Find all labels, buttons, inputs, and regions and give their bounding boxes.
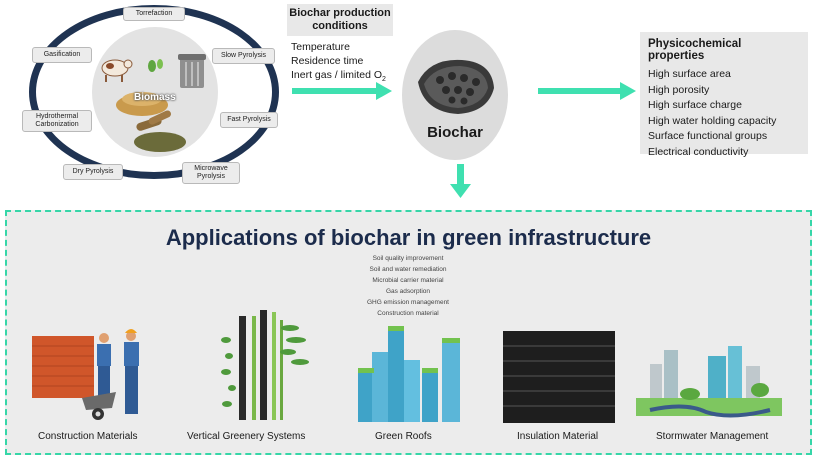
process-torrefaction: Torrefaction — [123, 7, 185, 21]
wood-pellets-icon — [116, 92, 168, 116]
porous-biochar-icon — [418, 59, 494, 114]
use-item: Soil and water remediation — [369, 266, 447, 273]
biomass-label: Biomass — [134, 92, 176, 103]
process-fast-pyrolysis: Fast Pyrolysis — [220, 112, 278, 128]
use-item: Gas adsorption — [385, 288, 431, 295]
stormwater-city-icon — [636, 346, 782, 418]
oxygen-subscript: 2 — [382, 76, 386, 84]
leaf-icon — [148, 59, 163, 72]
process-slow-pyrolysis: Slow Pyrolysis — [212, 48, 275, 64]
process-dry-pyrolysis: Dry Pyrolysis — [63, 164, 123, 180]
wood-logs-icon — [134, 110, 186, 152]
waste-bin-icon — [178, 54, 206, 88]
vertical-garden-icon — [221, 310, 309, 420]
arrow-down-to-applications — [450, 164, 471, 198]
caption-construction-materials: Construction Materials — [38, 431, 138, 442]
caption-stormwater-management: Stormwater Management — [656, 431, 769, 442]
process-gasification: Gasification — [32, 47, 92, 63]
property-item: High surface area — [648, 68, 731, 80]
property-item: High porosity — [648, 83, 710, 96]
applications-title: Applications of biochar in green infrast… — [165, 225, 652, 250]
biochar-label: Biochar — [427, 124, 483, 141]
use-item: Soil quality improvement — [372, 255, 444, 262]
caption-green-roofs: Green Roofs — [375, 431, 432, 442]
use-item: Microbial carrier material — [372, 277, 444, 284]
conditions-list: Temperature Residence time Inert gas / l… — [291, 40, 386, 87]
arrow-to-properties — [538, 82, 636, 100]
cow-icon — [101, 59, 133, 82]
caption-vertical-greenery-systems: Vertical Greenery Systems — [187, 431, 306, 442]
condition-item: Residence time — [291, 55, 364, 67]
green-roof-buildings-icon — [358, 326, 460, 422]
properties-title: Physicochemical properties — [648, 38, 742, 62]
condition-item: Temperature — [291, 41, 350, 53]
construction-workers-icon — [32, 329, 139, 420]
process-microwave-pyrolysis: Microwave Pyrolysis — [182, 162, 240, 184]
condition-item: Inert gas / limited O2 — [291, 68, 386, 87]
use-item: Construction material — [377, 310, 439, 317]
properties-panel: Physicochemical properties High surface … — [640, 32, 808, 158]
process-hydrothermal-carbonization: Hydrothermal Carbonization — [22, 110, 92, 132]
condition-gas-text: Inert gas / limited O — [291, 69, 383, 81]
arrow-to-biochar — [292, 82, 392, 100]
property-item: High surface charge — [648, 99, 742, 111]
caption-insulation-material: Insulation Material — [517, 431, 599, 442]
property-item: High water holding capacity — [648, 114, 777, 127]
conditions-title: Biochar production conditions — [287, 4, 393, 36]
insulation-panel-icon — [503, 331, 615, 423]
use-item: GHG emission management — [366, 299, 449, 306]
uses-list: Soil quality improvement Soil and water … — [308, 253, 508, 319]
property-item: Surface functional groups — [648, 130, 768, 142]
property-item: Electrical conductivity — [648, 145, 749, 158]
